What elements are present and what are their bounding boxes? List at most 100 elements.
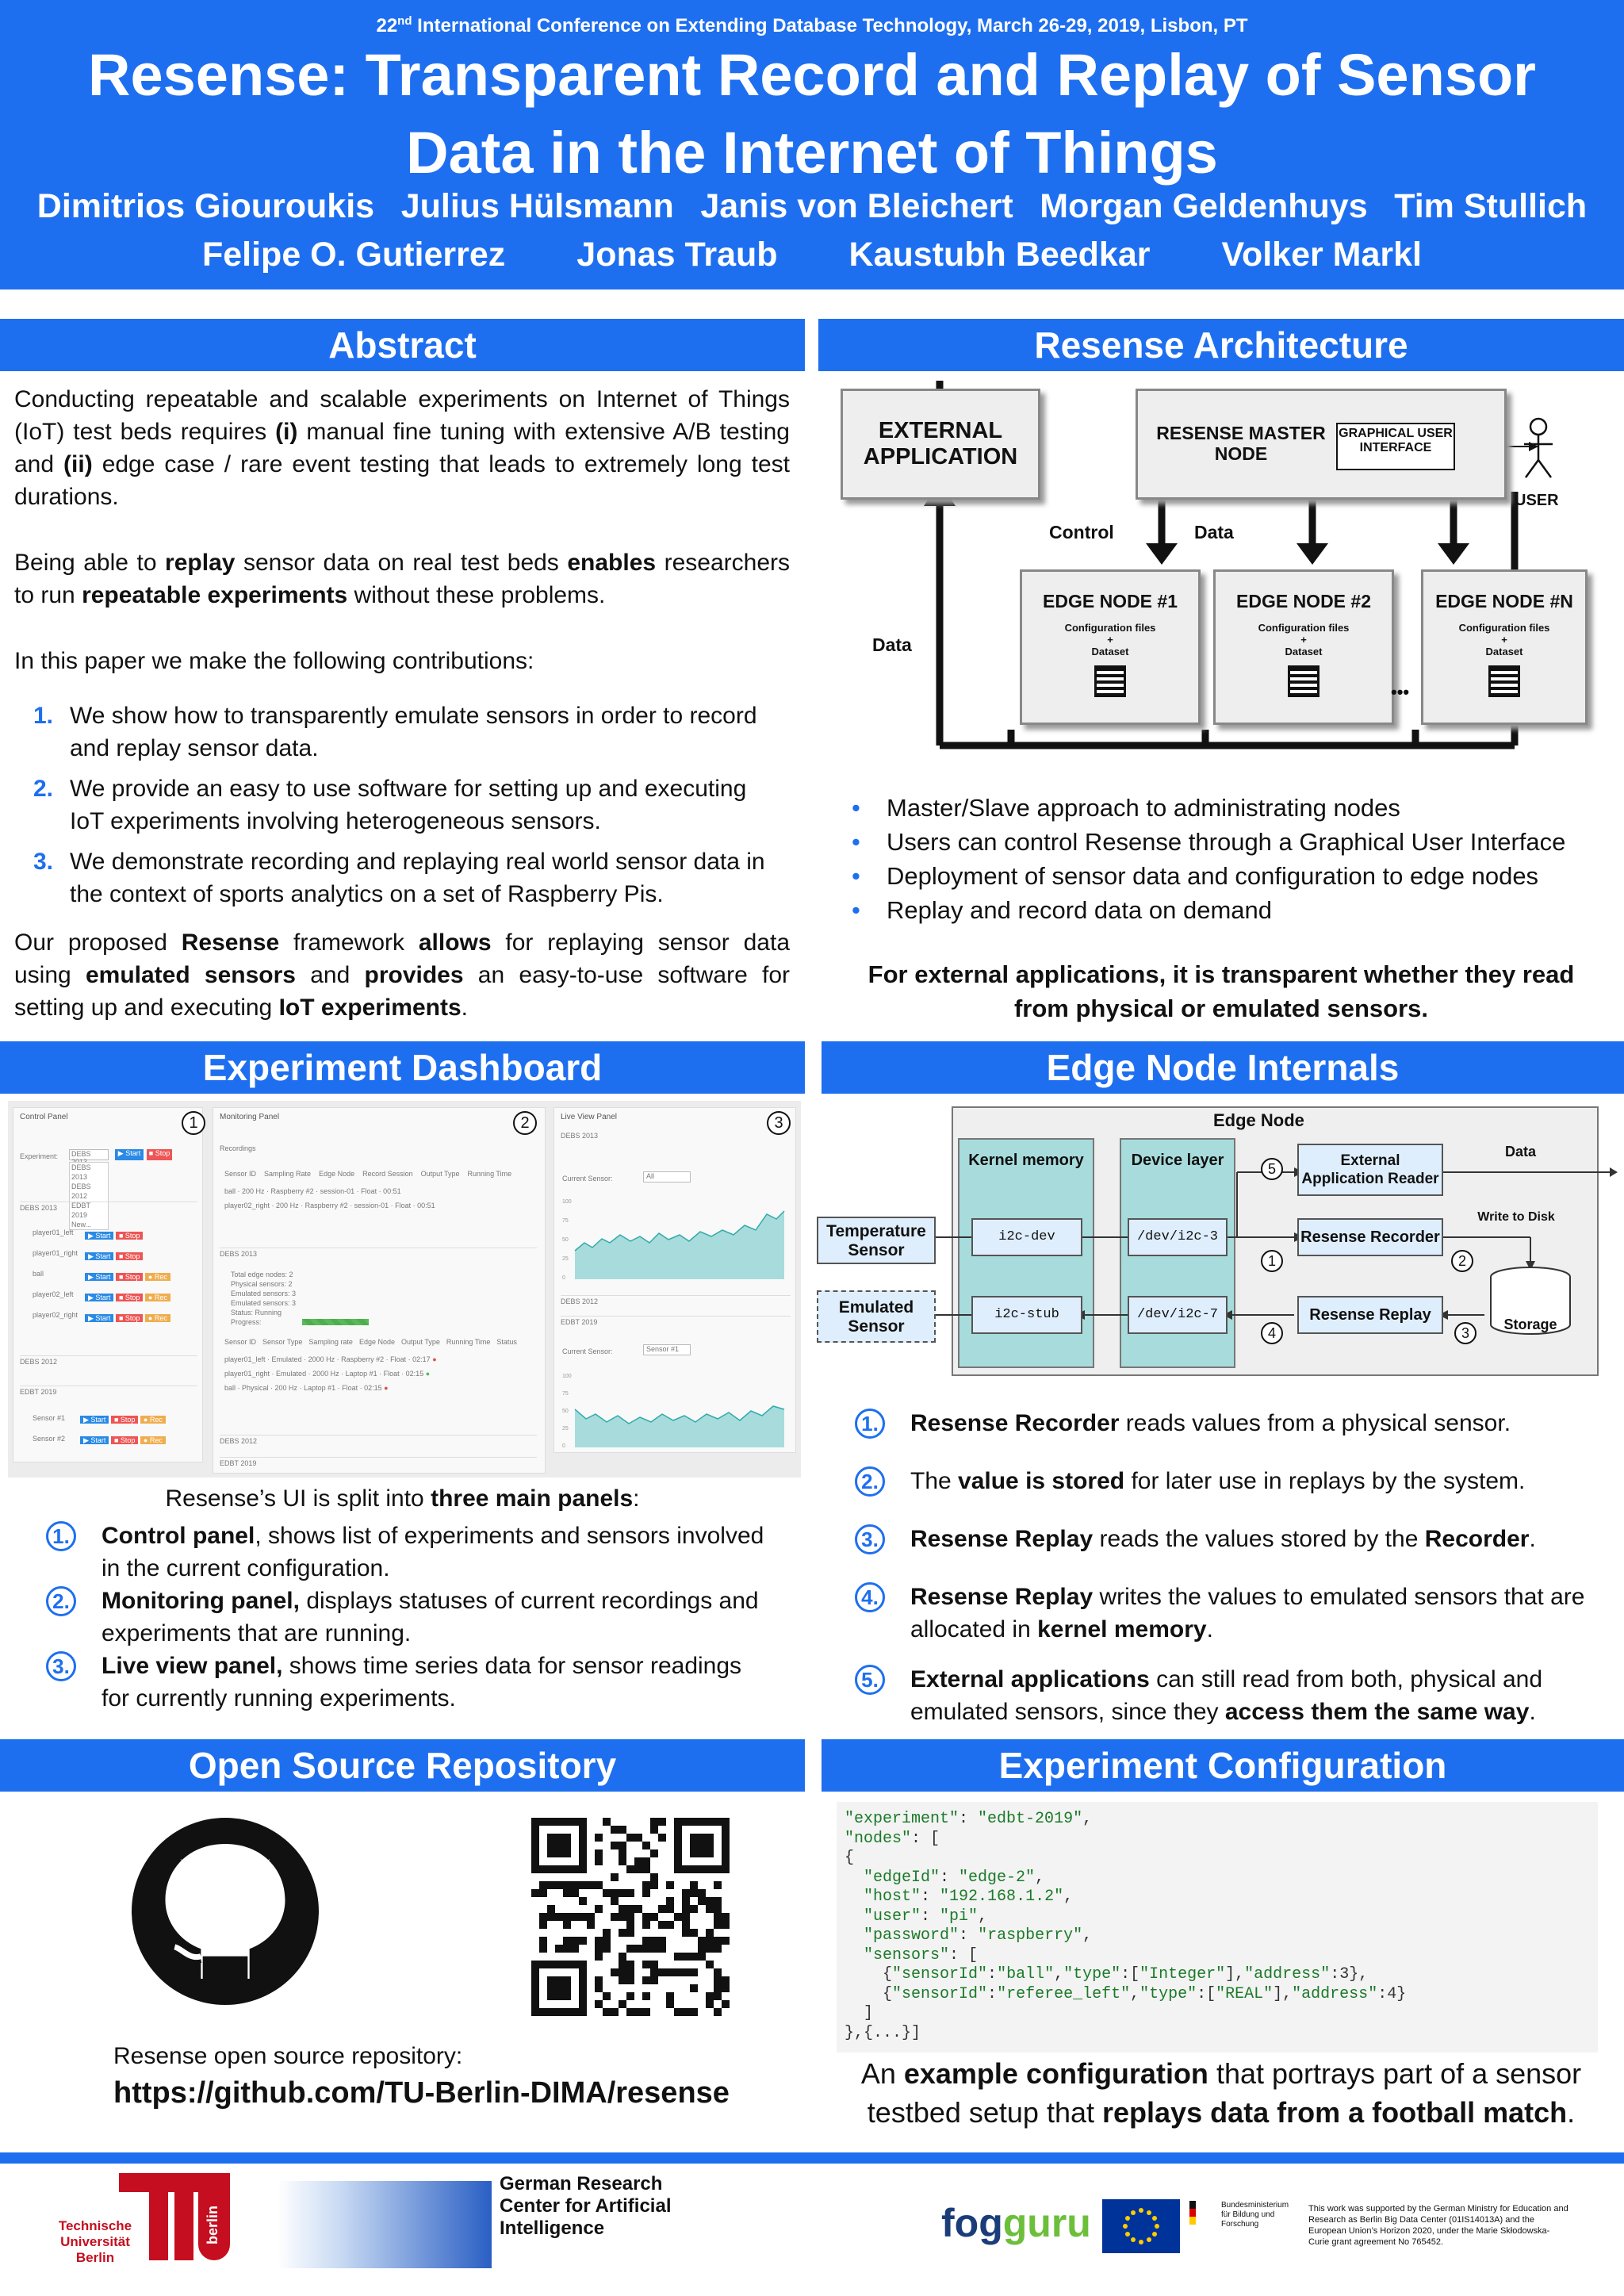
repo-label: Resense open source repository: [113, 2043, 463, 2069]
poster-title: Resense: Transparent Record and Replay o… [88, 42, 1536, 186]
author: Volker Markl [1221, 236, 1422, 274]
data-output-label: Data [1505, 1144, 1537, 1159]
table-row: player02_right · 200 Hz · Raspberry #2 ·… [224, 1202, 435, 1209]
stop-button[interactable]: ■ Stop [115, 1314, 144, 1322]
sensor-select[interactable]: All [643, 1171, 691, 1182]
authors-row-1: Dimitrios Giouroukis Julius Hülsmann Jan… [24, 187, 1600, 226]
emulated-sensor-box: Emulated Sensor [817, 1290, 936, 1343]
start-button[interactable]: ▶ Start [85, 1252, 114, 1260]
svg-text:100: 100 [562, 1374, 572, 1379]
svg-text:75: 75 [562, 1391, 569, 1397]
control-label: Control [1049, 522, 1114, 542]
panel-number: 3 [767, 1111, 791, 1135]
edge-steps-list: 1.Resense Recorder reads values from a p… [855, 1407, 1600, 1728]
start-button[interactable]: ▶ Start [80, 1436, 109, 1444]
svg-text:50: 50 [562, 1409, 569, 1414]
group-title: DEBS 2012 [561, 1295, 791, 1305]
record-button[interactable]: ● Rec [144, 1273, 170, 1281]
svg-text:0: 0 [562, 1275, 565, 1281]
architecture-diagram: EXTERNAL APPLICATION RESENSE MASTER NODE… [833, 381, 1594, 753]
list-item: player02_right [33, 1311, 79, 1319]
status-dot-icon: ● [432, 1355, 437, 1363]
github-icon [132, 1818, 319, 2005]
dataset-file-icon [1488, 665, 1520, 697]
stop-button[interactable]: ■ Stop [147, 1149, 172, 1160]
conference-line: 22nd International Conference on Extendi… [0, 14, 1624, 37]
menu-item[interactable]: DEBS 2013 [71, 1163, 91, 1181]
kernel-memory-label: Kernel memory [968, 1152, 1084, 1169]
record-button[interactable]: ● Rec [140, 1416, 166, 1424]
contributions-list: 1.We show how to transparently emulate s… [14, 700, 776, 918]
recordings-rows: ball · 200 Hz · Raspberry #2 · session-0… [224, 1184, 435, 1213]
eu-flag-icon [1102, 2199, 1180, 2253]
start-button[interactable]: ▶ Start [80, 1416, 109, 1424]
gui-box: GRAPHICAL USER INTERFACE [1336, 423, 1455, 470]
start-button[interactable]: ▶ Start [115, 1149, 144, 1160]
code-line: "host": "192.168.1.2", [864, 1888, 1074, 1906]
dfki-label: German Research Center for Artificial In… [500, 2173, 672, 2239]
master-node-label: RESENSE MASTER NODE [1156, 423, 1326, 464]
menu-item[interactable]: New... [71, 1221, 92, 1228]
sensor-list: player01_left player01_right ball player… [33, 1222, 78, 1325]
stop-button[interactable]: ■ Stop [115, 1252, 144, 1260]
group-title: Recordings [220, 1144, 256, 1152]
list-item: ball [33, 1270, 44, 1278]
live-chart-1: 100 75 50 25 0 [562, 1199, 785, 1281]
panel-number: 1 [182, 1111, 205, 1135]
start-button[interactable]: ▶ Start [85, 1294, 114, 1301]
record-button[interactable]: ● Rec [144, 1294, 170, 1301]
record-button[interactable]: ● Rec [144, 1314, 170, 1322]
start-button[interactable]: ▶ Start [85, 1314, 114, 1322]
edge-node-1-box: EDGE NODE #1 Configuration files+Dataset [1020, 569, 1201, 725]
svg-text:100: 100 [562, 1199, 572, 1205]
repo-link[interactable]: https://github.com/TU-Berlin-DIMA/resens… [113, 2076, 730, 2110]
panel-title: Monitoring Panel [220, 1113, 280, 1121]
code-line: "sensors": [ [864, 1945, 979, 1964]
stop-button[interactable]: ■ Stop [115, 1273, 144, 1281]
stop-button[interactable]: ■ Stop [115, 1232, 144, 1240]
conf-ordinal-suffix: nd [397, 14, 412, 28]
step-2-marker: 2 [1451, 1250, 1473, 1272]
data-label-top: Data [1194, 522, 1234, 542]
conf-ordinal: 22 [376, 15, 398, 36]
code-line: {"sensorId":"referee_left","type":["REAL… [845, 1984, 1407, 2003]
master-node-box: RESENSE MASTER NODE GRAPHICAL USER INTER… [1136, 389, 1507, 500]
svg-text:25: 25 [562, 1426, 569, 1432]
list-item: 3.We demonstrate recording and replaying… [33, 849, 765, 907]
start-button[interactable]: ▶ Start [85, 1273, 114, 1281]
status-dot-icon: ● [384, 1384, 389, 1392]
sensor-select[interactable]: Sensor #1 [643, 1344, 691, 1355]
config-caption: An example configuration that portrays p… [860, 2057, 1582, 2129]
list-item: 1.Resense Recorder reads values from a p… [855, 1407, 1600, 1439]
svg-text:0: 0 [562, 1443, 565, 1449]
menu-item[interactable]: EDBT 2019 [71, 1202, 90, 1219]
menu-item[interactable]: DEBS 2012 [71, 1182, 91, 1200]
stop-button[interactable]: ■ Stop [110, 1416, 139, 1424]
list-item: Users can control Resense through a Grap… [841, 825, 1602, 859]
abstract-heading: Abstract [0, 319, 805, 371]
edge-node-name: EDGE NODE #1 [1043, 591, 1178, 611]
code-line: { [845, 1849, 855, 1867]
group-title: DEBS 2012 [220, 1435, 537, 1445]
group-title: DEBS 2013 [220, 1248, 537, 1258]
dashboard-screenshot: Control Panel 1 Experiment: DEBS 2013 ▶ … [8, 1101, 801, 1478]
bmbf-label: Bundesministerium für Bildung und Forsch… [1221, 2201, 1289, 2229]
stop-button[interactable]: ■ Stop [110, 1436, 139, 1444]
list-item: Deployment of sensor data and configurat… [841, 859, 1602, 893]
list-item: 4.Resense Replay writes the values to em… [855, 1581, 1600, 1646]
record-button[interactable]: ● Rec [140, 1436, 166, 1444]
stop-button[interactable]: ■ Stop [115, 1294, 144, 1301]
group-title: EDBT 2019 [220, 1457, 537, 1467]
start-button[interactable]: ▶ Start [85, 1232, 114, 1240]
author: Morgan Geldenhuys [1040, 187, 1368, 225]
list-item: player02_left [33, 1290, 74, 1298]
dashboard-intro: Resense’s UI is split into three main pa… [165, 1485, 640, 1512]
experiment-select[interactable]: DEBS 2013 [69, 1149, 109, 1166]
data-label-left: Data [872, 634, 912, 655]
step-3-marker: 3 [1454, 1322, 1477, 1344]
config-heading: Experiment Configuration [822, 1739, 1624, 1792]
architecture-bullets: Master/Slave approach to administrating … [841, 791, 1602, 927]
group-title: EDBT 2019 [20, 1386, 197, 1396]
